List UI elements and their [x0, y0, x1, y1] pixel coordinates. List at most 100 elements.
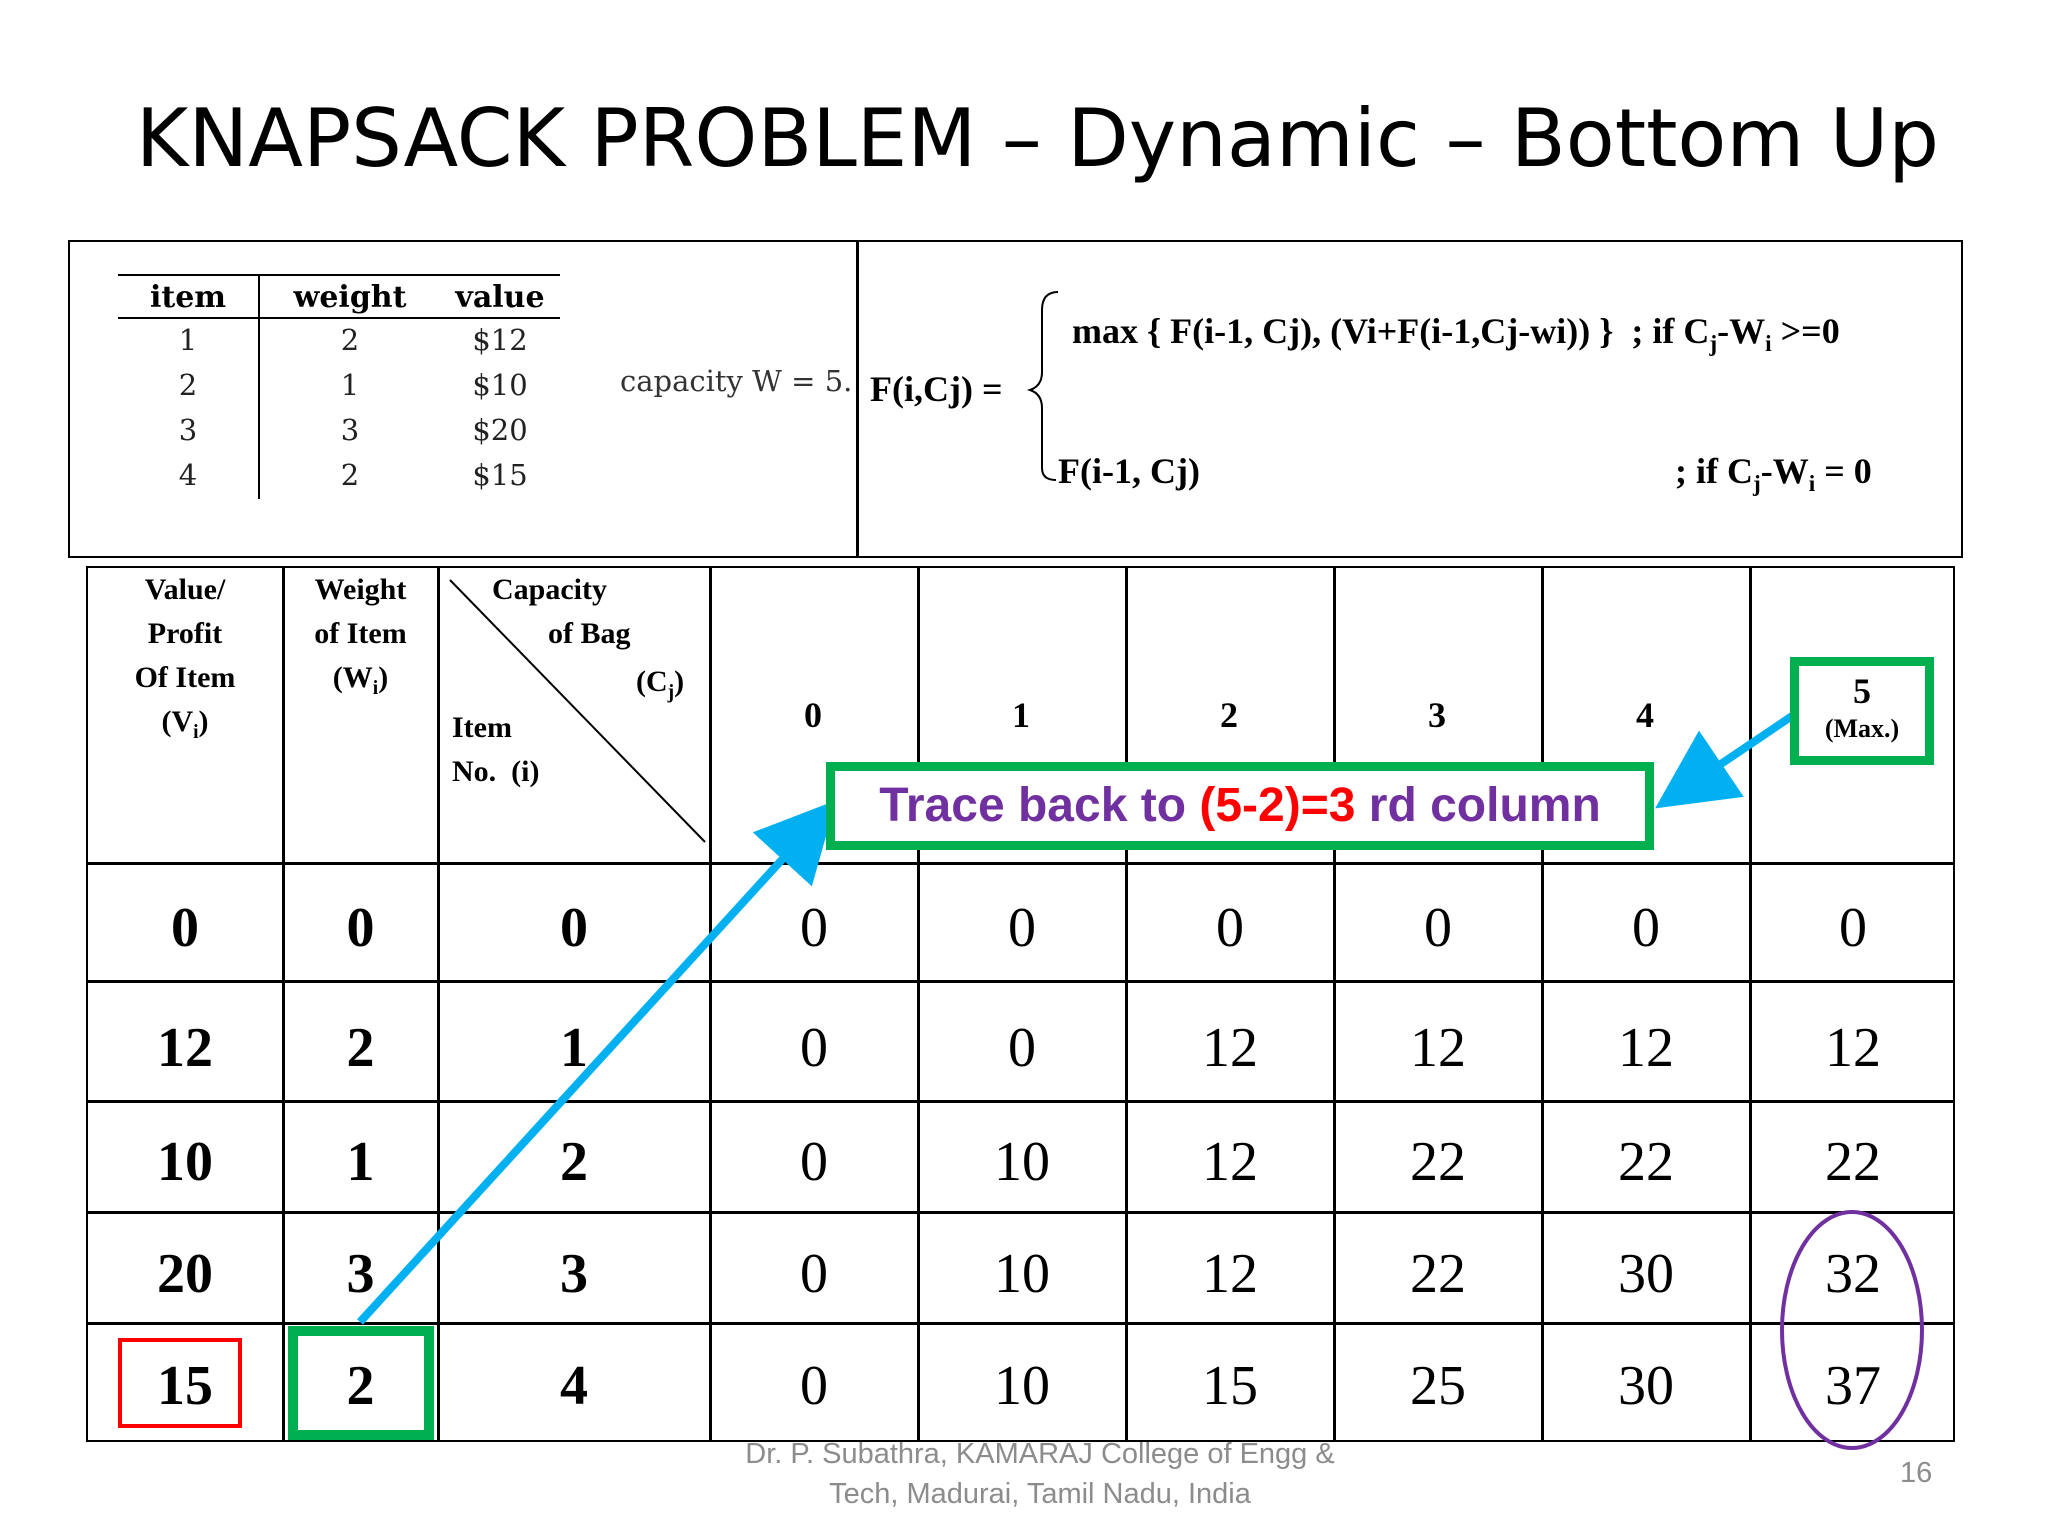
max-column-header: 5 (Max.) — [1790, 657, 1934, 765]
cell-dp: 22 — [1618, 1131, 1674, 1193]
grid-line — [282, 566, 285, 1442]
formula-lhs: F(i,Cj) = — [870, 369, 1003, 409]
cell-dp: 0 — [1839, 897, 1867, 959]
cell-weight: 0 — [346, 897, 375, 959]
trace-arrow-from-max — [1655, 712, 1795, 809]
cell-item: 0 — [560, 897, 588, 959]
cell-weight: 3 — [346, 1243, 375, 1305]
formula-case-max-condition: ; if Cj-Wi >=0 — [1631, 311, 1840, 358]
cell-dp: 0 — [1008, 897, 1036, 959]
cell-dp: 0 — [800, 1355, 828, 1417]
formula-case-skip-expr: F(i-1, Cj) — [1058, 451, 1200, 491]
cell-dp: 12 — [1618, 1017, 1674, 1079]
grid-line — [917, 566, 920, 1442]
cell-dp: 32 — [1825, 1243, 1881, 1305]
grid-line — [86, 862, 1955, 865]
cell-dp: 0 — [800, 1017, 828, 1079]
cell-value: 15 — [157, 1355, 213, 1417]
grid-line — [709, 566, 712, 1442]
cell-weight: 2 — [346, 1017, 375, 1079]
cell-item: 3 — [560, 1243, 588, 1305]
grid-line — [1125, 566, 1128, 1442]
cell-dp: 12 — [1410, 1017, 1466, 1079]
slide-number: 16 — [1900, 1457, 1933, 1489]
cell-dp: 10 — [994, 1131, 1050, 1193]
cell-value: 0 — [171, 897, 199, 959]
cell-item: 2 — [560, 1131, 588, 1193]
cell-item: 4 — [560, 1355, 588, 1417]
cell-dp: 0 — [800, 1131, 828, 1193]
grid-line — [437, 566, 440, 1442]
column-header-0: 0 — [804, 695, 822, 735]
item-weight: 3 — [340, 413, 360, 447]
table-row: 3 3 $20 — [118, 409, 560, 454]
cell-dp: 12 — [1202, 1131, 1258, 1193]
cell-dp: 0 — [1216, 897, 1244, 959]
cell-dp: 0 — [1424, 897, 1452, 959]
footer-credit: Dr. P. Subathra, KAMARAJ College of Engg… — [745, 1438, 1335, 1510]
items-header-weight: weight — [259, 274, 440, 319]
formula-brace — [1026, 291, 1059, 481]
problem-box — [68, 240, 1963, 558]
capacity-label: capacity W = 5. — [620, 364, 853, 398]
formula-case-skip-condition: ; if Cj-Wi = 0 — [1675, 451, 1872, 498]
cell-dp: 22 — [1410, 1131, 1466, 1193]
header-capacity-label: of Bag — [548, 617, 631, 650]
item-id: 3 — [118, 409, 260, 454]
item-value: $15 — [472, 458, 528, 492]
cell-dp: 25 — [1410, 1355, 1466, 1417]
cell-dp: 0 — [1008, 1017, 1036, 1079]
items-header-item: item — [118, 274, 260, 319]
header-capacity-cj: (Cj) — [636, 665, 685, 703]
grid-line — [86, 1322, 1955, 1325]
highlight-weight-box — [288, 1326, 434, 1440]
trace-back-callout: Trace back to (5-2)=3 rd column — [826, 762, 1654, 850]
cell-dp: 0 — [800, 897, 828, 959]
cell-dp: 0 — [1632, 897, 1660, 959]
cell-dp: 12 — [1825, 1017, 1881, 1079]
cell-dp: 12 — [1202, 1017, 1258, 1079]
grid-line — [1541, 566, 1544, 1442]
item-weight: 2 — [340, 323, 360, 357]
problem-box-divider — [856, 240, 859, 558]
grid-line — [86, 980, 1955, 983]
highlight-value-box — [118, 1338, 242, 1428]
header-item-number: Item No. (i) — [452, 711, 540, 788]
column-header-3: 3 — [1428, 695, 1446, 735]
grid-line — [1333, 566, 1336, 1442]
column-header-2: 2 — [1220, 695, 1238, 735]
cell-weight: 1 — [346, 1131, 375, 1193]
result-ellipse — [1780, 1210, 1924, 1450]
cell-value: 12 — [157, 1017, 213, 1079]
cell-item: 1 — [560, 1017, 588, 1079]
cell-value: 10 — [157, 1131, 213, 1193]
formula-case-max: max { F(i-1, Cj), (Vi+F(i-1,Cj-wi)) } ; … — [1072, 310, 1840, 358]
trace-arrow-up — [357, 800, 837, 1325]
item-id: 4 — [118, 454, 260, 499]
header-capacity-label: Capacity — [492, 573, 607, 606]
item-id: 2 — [118, 364, 260, 409]
column-header-1: 1 — [1012, 695, 1030, 735]
column-header-4: 4 — [1636, 695, 1654, 735]
header-value-profit: Value/ Profit Of Item (Vi) — [134, 573, 236, 743]
cell-value: 20 — [157, 1243, 213, 1305]
item-id: 1 — [118, 318, 260, 364]
dp-table — [86, 566, 1955, 1442]
cell-dp: 12 — [1202, 1243, 1258, 1305]
table-row: 4 2 $15 — [118, 454, 560, 499]
cell-weight: 2 — [346, 1355, 375, 1417]
item-value: $10 — [472, 368, 528, 402]
items-header-value: value — [440, 274, 560, 319]
cell-dp: 30 — [1618, 1243, 1674, 1305]
grid-line — [86, 1100, 1955, 1103]
header-weight: Weight of Item (Wi) — [314, 573, 407, 699]
table-row: 2 1 $10 — [118, 364, 560, 409]
cell-dp: 30 — [1618, 1355, 1674, 1417]
cell-dp: 37 — [1825, 1355, 1881, 1417]
cell-dp: 22 — [1410, 1243, 1466, 1305]
cell-dp: 15 — [1202, 1355, 1258, 1417]
item-weight: 2 — [340, 458, 360, 492]
slide-title: KNAPSACK PROBLEM – Dynamic – Bottom Up — [135, 92, 1940, 185]
grid-line — [1749, 566, 1752, 1442]
